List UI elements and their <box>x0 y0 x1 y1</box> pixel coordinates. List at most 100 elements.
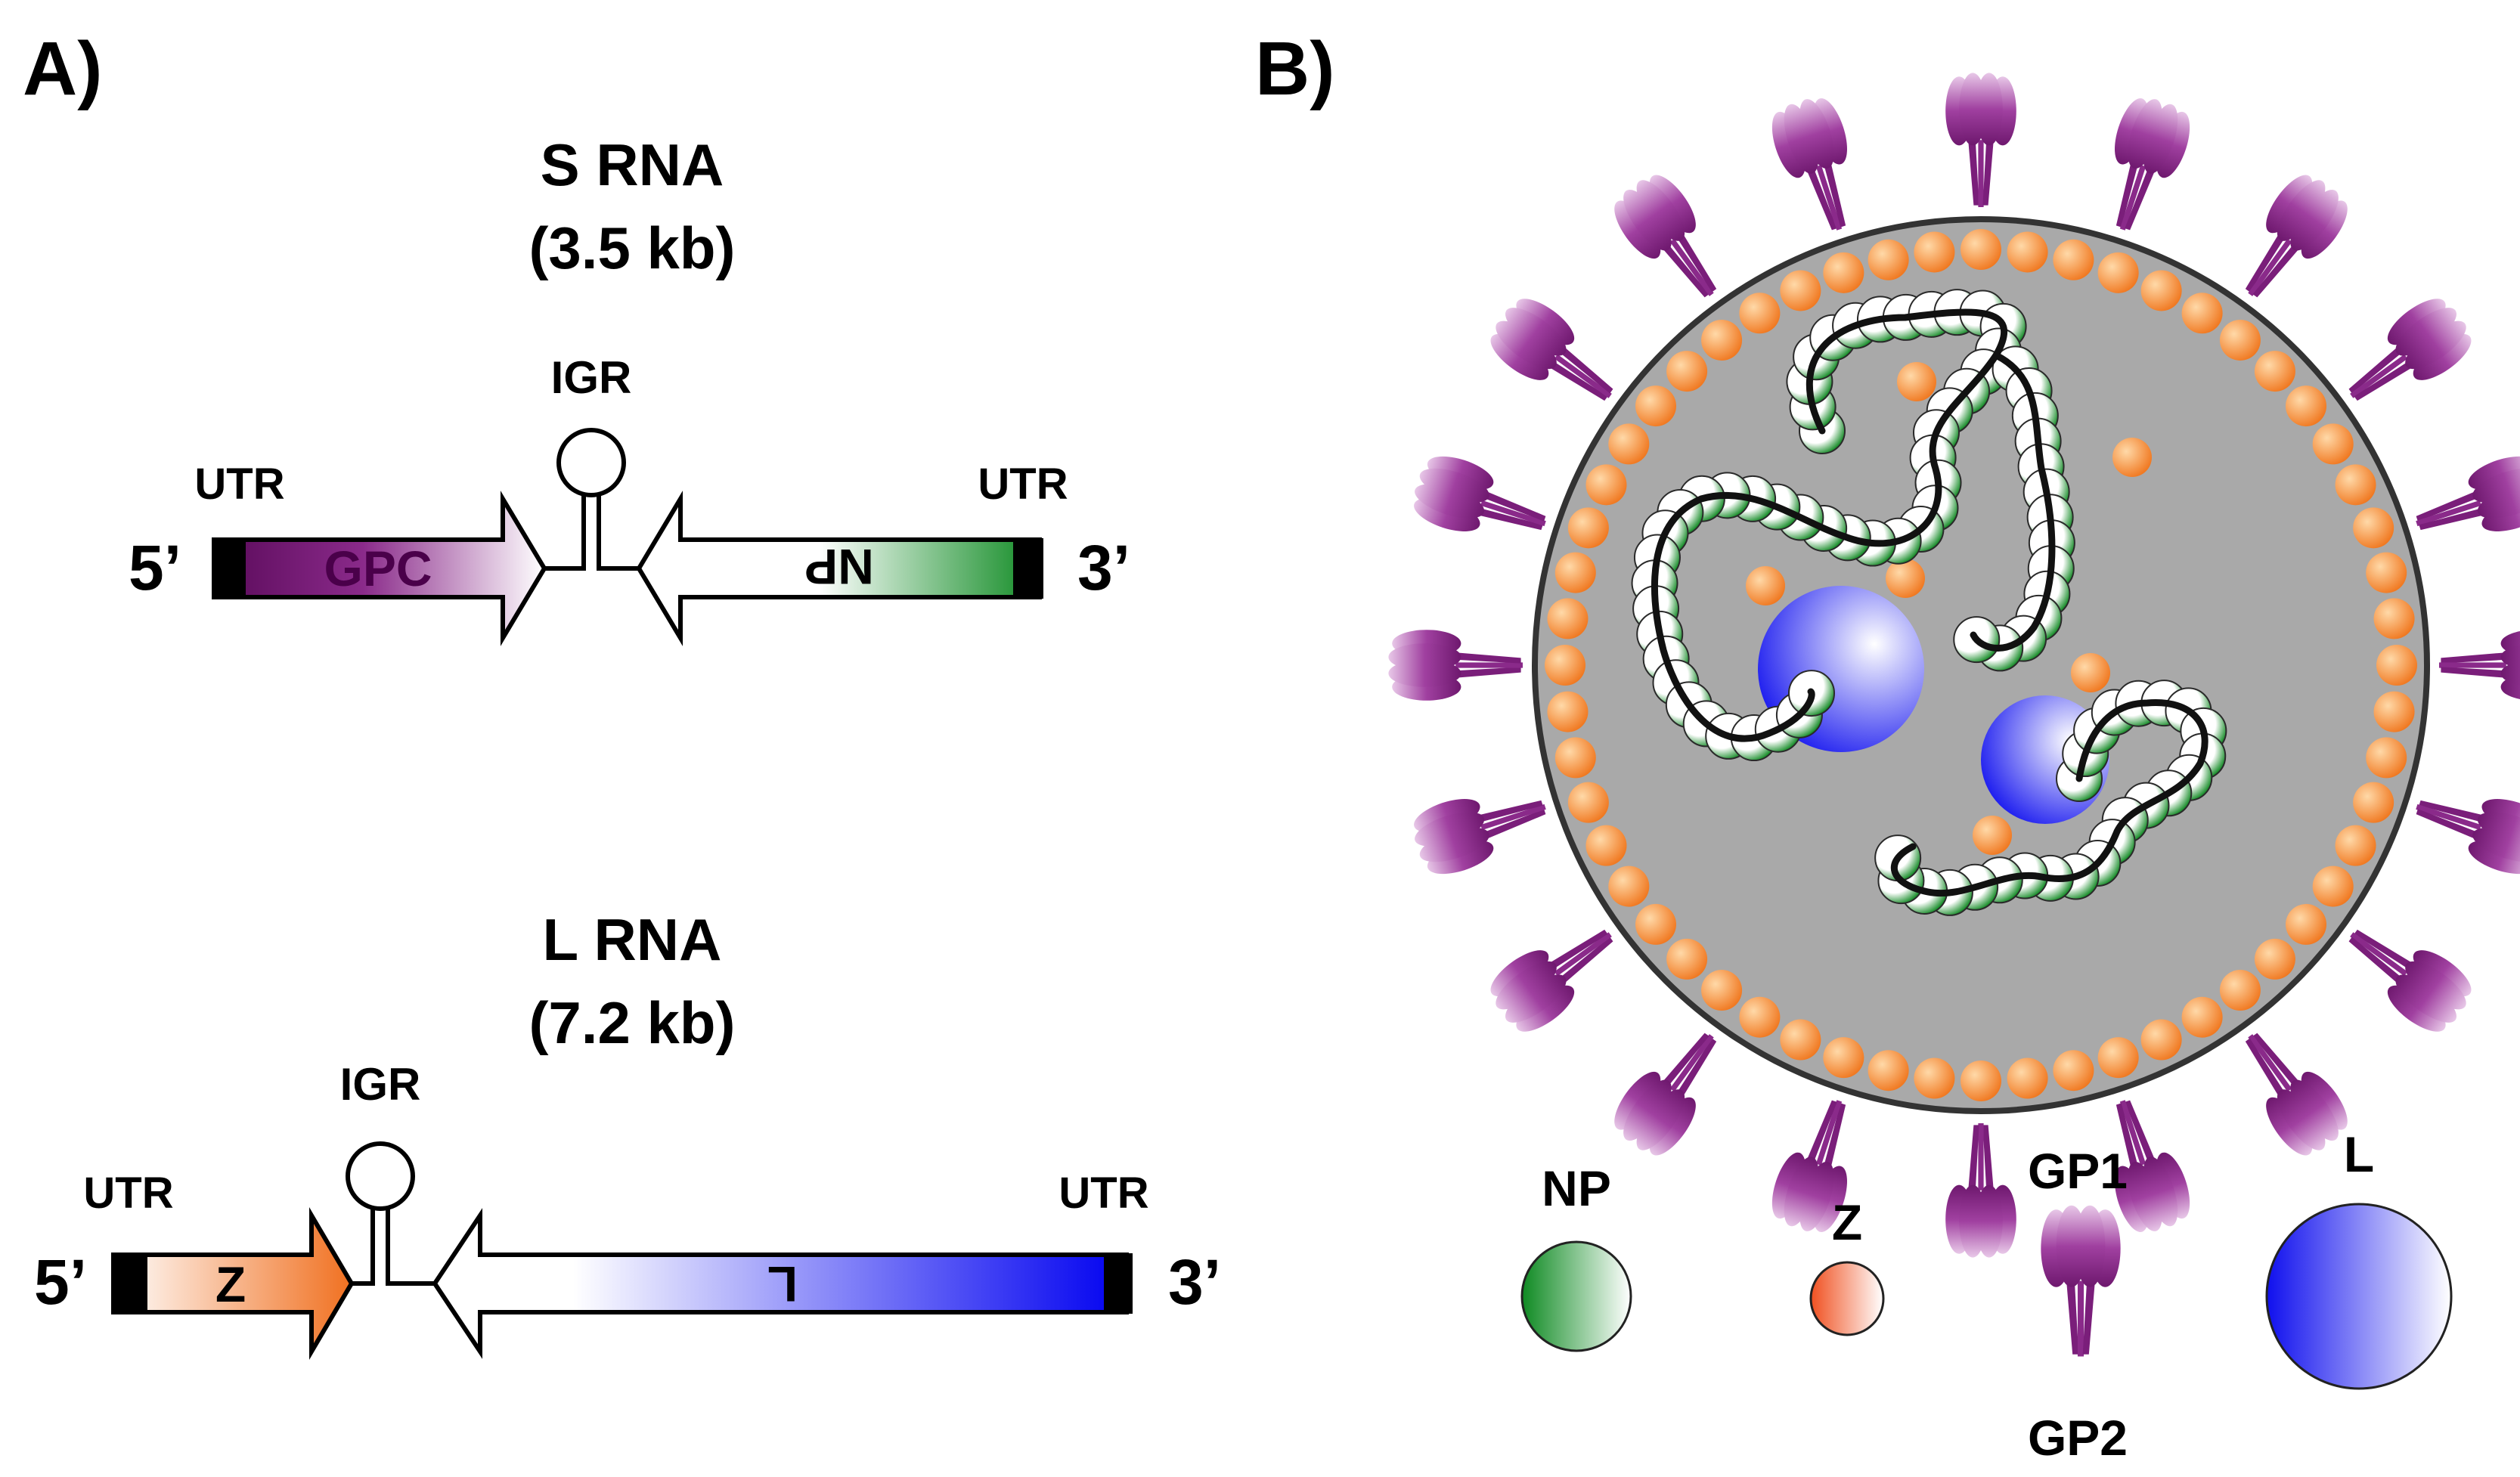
legend: NP Z GP1 GP2 L <box>1520 1126 2453 1466</box>
glycoprotein-spike <box>1604 1014 1740 1166</box>
rna-strand <box>1651 308 2208 896</box>
legend-z-swatch <box>1809 1261 1885 1336</box>
glycoprotein-spike <box>2405 448 2520 558</box>
z-bead <box>1547 598 1589 639</box>
l-rna-size: (7.2 kb) <box>528 989 735 1056</box>
legend-gp2-label: GP2 <box>2028 1410 2128 1466</box>
legend-l-swatch <box>2265 1203 2453 1390</box>
z-bead <box>1823 252 1864 293</box>
z-bead <box>1961 1061 2001 1101</box>
legend-np-label: NP <box>1542 1160 1611 1216</box>
z-bead <box>2335 464 2376 506</box>
z-bead <box>1585 825 1627 866</box>
z-bead <box>1554 552 1596 593</box>
l-rna-segment: L RNA (7.2 kb) IGR UTR UTR 5’ 3’ Z L <box>34 906 1221 1361</box>
glycoprotein-spike <box>2221 1014 2358 1166</box>
s-utr-right-label: UTR <box>978 460 1068 509</box>
z-bead <box>2286 386 2327 427</box>
z-bead <box>2140 1019 2182 1061</box>
legend-z-label: Z <box>1832 1194 1862 1250</box>
z-bead <box>1545 645 1585 686</box>
z-gene-label: Z <box>215 1256 246 1312</box>
s-utr-right-block <box>1013 538 1043 599</box>
glycoprotein-spike <box>1945 1123 2016 1258</box>
z-bead <box>1666 938 1708 980</box>
z-bead <box>2007 231 2048 273</box>
glycoprotein-spike <box>2088 91 2198 241</box>
z-bead <box>1914 231 1955 273</box>
glycoprotein-spike <box>1945 73 2016 207</box>
virion-envelope <box>1532 216 2430 1114</box>
l-utr-left-block <box>113 1253 147 1314</box>
z-bead <box>1666 351 1708 392</box>
z-bead <box>1868 1050 1909 1091</box>
z-bead <box>1701 970 1743 1011</box>
z-bead <box>1635 386 1676 427</box>
z-bead <box>2140 270 2182 311</box>
z-bead <box>2366 737 2407 779</box>
legend-np-swatch <box>1520 1240 1632 1352</box>
z-bead <box>2219 319 2261 361</box>
s-igr-hairpin <box>544 428 639 571</box>
l-igr-hairpin <box>346 1141 435 1286</box>
glycoprotein-spike <box>1480 288 1632 425</box>
glycoprotein-spike <box>2330 906 2481 1042</box>
z-bead <box>2053 1050 2094 1091</box>
z-bead <box>1823 1037 1864 1079</box>
z-bead <box>1608 865 1650 907</box>
glycoprotein-spike <box>1480 906 1632 1042</box>
gpc-arrow <box>212 491 547 646</box>
z-bead <box>1961 229 2001 270</box>
panel-b-label: B) <box>1255 26 1335 111</box>
glycoprotein-spike <box>2221 165 2358 316</box>
z-bead <box>2312 423 2354 465</box>
gpc-gene-label: GPC <box>324 540 432 596</box>
z-bead <box>1554 737 1596 779</box>
np-arrow <box>636 491 1042 646</box>
glycoprotein-spike <box>1406 773 1557 882</box>
s-igr-label: IGR <box>551 352 632 403</box>
glycoprotein-spike <box>2439 630 2520 701</box>
z-bead <box>1585 464 1627 506</box>
l-arrow <box>432 1208 1129 1359</box>
glycoprotein-spike <box>1604 165 1740 316</box>
z-bead <box>2181 996 2223 1038</box>
s-rna-size: (3.5 kb) <box>528 215 735 281</box>
glycoprotein-spike <box>1406 448 1557 558</box>
z-bead <box>1780 1019 1821 1061</box>
interior-z-beads <box>1746 362 2152 855</box>
z-bead <box>2286 903 2327 945</box>
z-bead <box>2373 598 2415 639</box>
z-bead <box>2219 970 2261 1011</box>
l-utr-left-label: UTR <box>83 1169 173 1218</box>
z-bead <box>2353 782 2394 823</box>
z-bead <box>2376 645 2417 686</box>
glycoprotein-spike <box>2405 773 2520 882</box>
z-bead <box>1780 270 1821 311</box>
z-bead <box>2353 507 2394 549</box>
z-bead <box>1739 293 1781 334</box>
s-utr-left-block <box>214 538 246 599</box>
l-rna-title: L RNA <box>543 906 722 973</box>
z-bead <box>2312 865 2354 907</box>
z-bead <box>1914 1057 1955 1099</box>
glycoprotein-spike <box>1764 91 1874 241</box>
z-bead <box>1868 239 1909 280</box>
z-bead <box>1635 903 1676 945</box>
l-igr-label: IGR <box>340 1059 421 1110</box>
z-bead <box>2335 825 2376 866</box>
glycoprotein-spike <box>2330 288 2481 425</box>
legend-spike-icon <box>2041 1205 2121 1357</box>
z-matrix-ring <box>1545 229 2417 1101</box>
legend-l-label: L <box>2344 1126 2374 1182</box>
s-rna-title: S RNA <box>541 132 724 198</box>
panel-a-label: A) <box>23 26 103 111</box>
s-3prime-label: 3’ <box>1077 532 1130 603</box>
z-bead <box>2007 1057 2048 1099</box>
np-gene-label: NP <box>804 539 874 595</box>
z-bead <box>2373 691 2415 732</box>
s-utr-left-label: UTR <box>194 460 284 509</box>
z-bead <box>2097 1037 2139 1079</box>
z-bead <box>1701 319 1743 361</box>
